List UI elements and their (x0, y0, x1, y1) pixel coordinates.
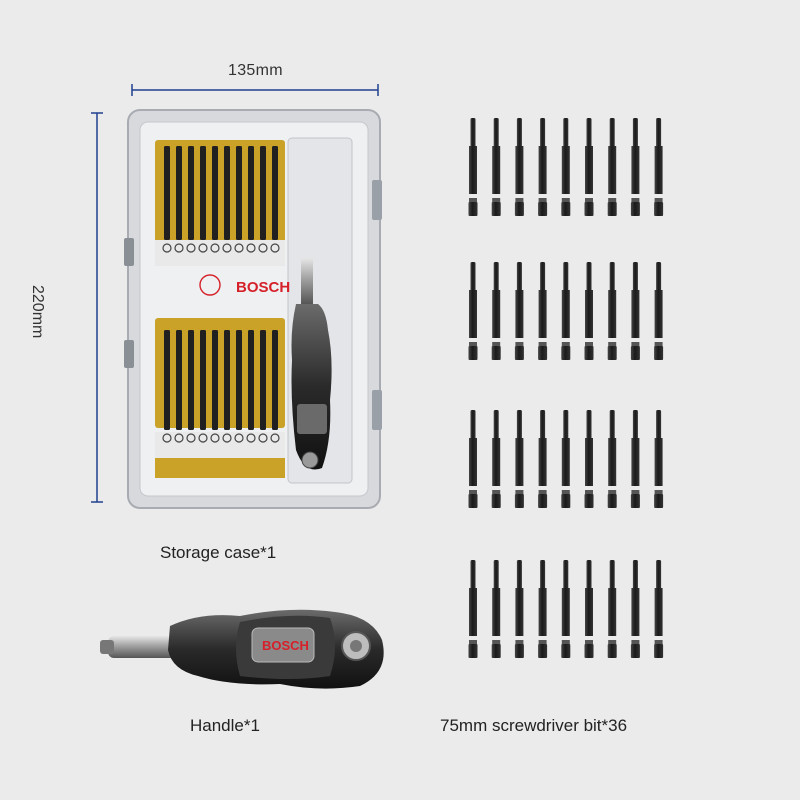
screwdriver-bit (468, 118, 478, 216)
tray-bit-holder (174, 243, 184, 253)
tray-bit (176, 146, 182, 240)
tray-bit (248, 146, 254, 240)
tray-bit-holder (186, 243, 196, 253)
screwdriver-bit (584, 118, 594, 216)
tray-bit (224, 330, 230, 430)
tray-bit (164, 146, 170, 240)
screwdriver-bit (654, 118, 664, 216)
screwdriver-bit (538, 410, 548, 508)
tray-bit-holder (174, 433, 184, 443)
screwdriver-bit (561, 410, 571, 508)
screwdriver-bit (584, 262, 594, 360)
bit-grid (468, 118, 664, 658)
case-brand-logo: BOSCH (236, 279, 290, 296)
screwdriver-bit (584, 410, 594, 508)
width-dimension-label: 135mm (228, 62, 283, 79)
tray-bit-holder (258, 243, 268, 253)
tray-bit (212, 146, 218, 240)
screwdriver-bit (468, 410, 478, 508)
handle: BOSCH (100, 609, 384, 689)
screwdriver-bit (561, 560, 571, 658)
tray-bit-holder (186, 433, 196, 443)
tray-bit-holder (198, 433, 208, 443)
tray-bit (164, 330, 170, 430)
tray-bit-holder (234, 243, 244, 253)
screwdriver-bit (491, 410, 501, 508)
screwdriver-bit (607, 118, 617, 216)
tray-bit (200, 146, 206, 240)
tray-bit (224, 146, 230, 240)
screwdriver-bit (468, 560, 478, 658)
tray-bit-holder (222, 243, 232, 253)
tray-bit (188, 330, 194, 430)
height-dimension-label: 220mm (29, 285, 46, 339)
tray-bit-holder (246, 433, 256, 443)
screwdriver-bit (514, 262, 524, 360)
screwdriver-bit (630, 262, 640, 360)
stored-handle (291, 258, 332, 470)
screwdriver-bit (561, 262, 571, 360)
screwdriver-bit (607, 262, 617, 360)
screwdriver-bit (514, 560, 524, 658)
screwdriver-bit (538, 118, 548, 216)
width-dimension-line (131, 84, 379, 96)
screwdriver-bit (491, 262, 501, 360)
screwdriver-bit (607, 410, 617, 508)
tray-bit (188, 146, 194, 240)
screwdriver-bit (538, 262, 548, 360)
tray-bit (176, 330, 182, 430)
tray-bit (260, 330, 266, 430)
screwdriver-bit (468, 262, 478, 360)
tray-bit (212, 330, 218, 430)
tray-bit-holder (210, 433, 220, 443)
handle-caption: Handle*1 (190, 716, 260, 735)
tray-bit-holder (258, 433, 268, 443)
tray-bit (272, 146, 278, 240)
tray-bit-holder (234, 433, 244, 443)
screwdriver-bit (584, 560, 594, 658)
screwdriver-bit (491, 118, 501, 216)
tray-bit-holder (270, 243, 280, 253)
bits-caption: 75mm screwdriver bit*36 (440, 716, 628, 735)
height-dimension-line (91, 112, 103, 503)
tray-bit (236, 330, 242, 430)
screwdriver-bit (561, 118, 571, 216)
screwdriver-bit (630, 118, 640, 216)
tray-bit (200, 330, 206, 430)
handle-brand-logo: BOSCH (262, 638, 309, 653)
screwdriver-bit (654, 410, 664, 508)
tray-bit-holder (210, 243, 220, 253)
tray-bit-holder (198, 243, 208, 253)
tray-bit (272, 330, 278, 430)
storage-case: BOSCH (124, 109, 382, 509)
tray-bit-holder (222, 433, 232, 443)
screwdriver-bit (514, 410, 524, 508)
tray-bit-holder (162, 433, 172, 443)
tray-bit (260, 146, 266, 240)
upper-bit-tray (155, 140, 285, 266)
tray-bit-holder (246, 243, 256, 253)
screwdriver-bit (630, 410, 640, 508)
screwdriver-bit (630, 560, 640, 658)
screwdriver-bit (538, 560, 548, 658)
tray-bit (248, 330, 254, 430)
lower-bit-tray (155, 318, 285, 478)
screwdriver-bit (654, 262, 664, 360)
screwdriver-bit (607, 560, 617, 658)
tray-bit (236, 146, 242, 240)
screwdriver-bit (491, 560, 501, 658)
storage-case-caption: Storage case*1 (160, 543, 277, 562)
tray-bit-holder (270, 433, 280, 443)
tray-bit-holder (162, 243, 172, 253)
screwdriver-bit (514, 118, 524, 216)
screwdriver-bit (654, 560, 664, 658)
case-brand-emblem (199, 274, 221, 296)
